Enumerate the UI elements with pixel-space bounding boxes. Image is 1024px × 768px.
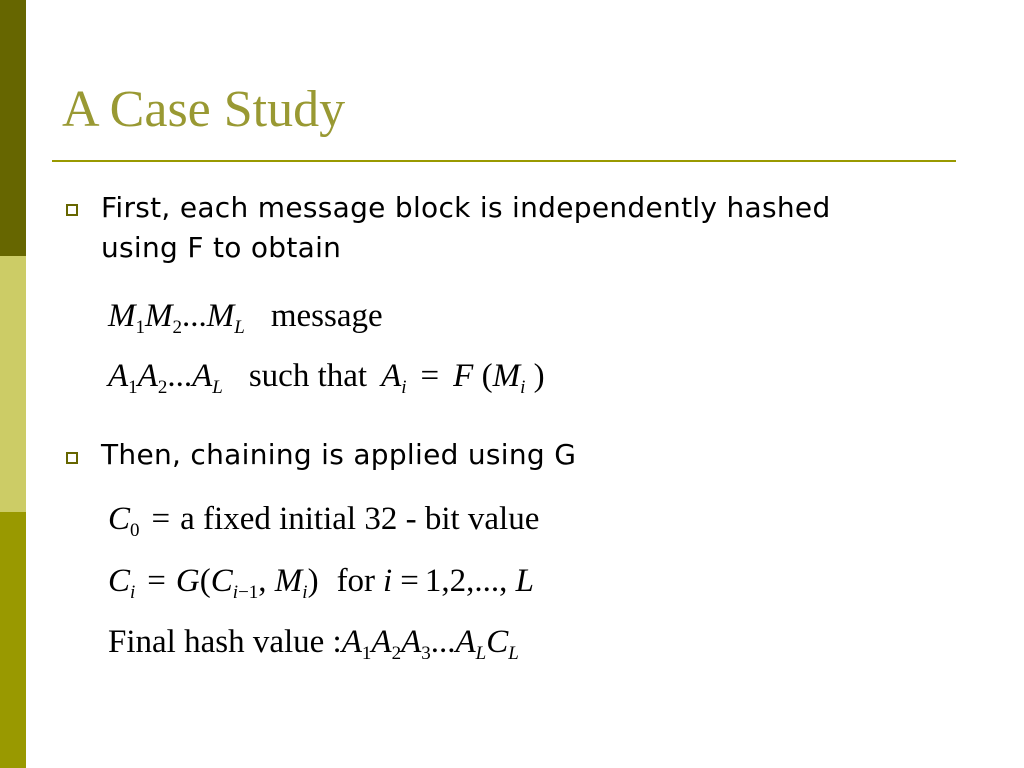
equation-fixed-value-label: a fixed initial 32 - bit value	[180, 501, 540, 537]
sidebar-segment-top	[0, 0, 26, 256]
equation-for-label: for	[336, 563, 376, 599]
equation-equals: =	[400, 563, 419, 599]
equation-dots: ...	[167, 358, 193, 394]
equation-final-hash: Final hash value :A1A2A3...ALCL	[108, 624, 519, 664]
bullet-text-2: Then, chaining is applied using G	[101, 438, 577, 471]
slide-title: A Case Study	[62, 81, 346, 138]
equation-initial-value: C0=a fixed initial 32 - bit value	[108, 501, 540, 541]
sidebar-segment-bottom	[0, 512, 26, 768]
decorative-sidebar	[0, 0, 26, 768]
equation-range: 1,2,...,	[424, 563, 508, 599]
equation-equals: =	[420, 358, 440, 394]
equation-equals: =	[147, 563, 166, 599]
equation-equals: =	[151, 501, 171, 537]
equation-final-label: Final hash value :	[108, 624, 342, 660]
bullet-square-icon	[66, 204, 78, 216]
equation-message-label: message	[270, 298, 383, 334]
bullet-square-icon	[66, 452, 78, 464]
equation-dots: ...	[182, 298, 207, 334]
equation-dots: ...	[430, 624, 456, 660]
bullet-text-1: First, each message block is independent…	[101, 191, 831, 264]
equation-such-that-label: such that	[248, 358, 368, 394]
sidebar-segment-middle	[0, 256, 26, 512]
title-underline	[52, 160, 956, 162]
